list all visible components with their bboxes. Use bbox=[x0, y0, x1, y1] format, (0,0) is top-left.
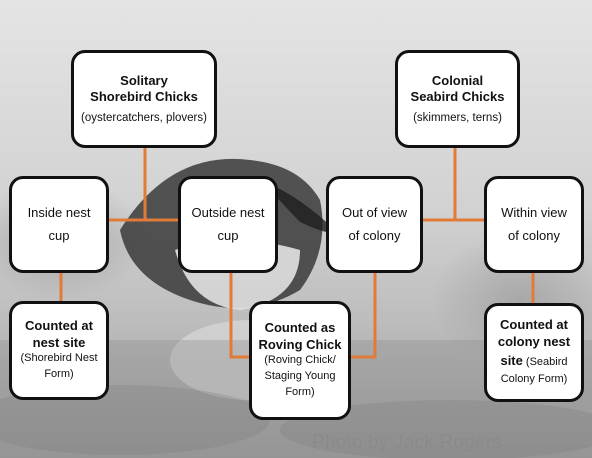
colony-nest-sub-line2: Colony Form) bbox=[500, 372, 568, 385]
colonial-subtitle: (skimmers, terns) bbox=[413, 111, 502, 124]
inside-nest-cup-box: Inside nest cup bbox=[9, 176, 109, 273]
solitary-subtitle: (oystercatchers, plovers) bbox=[81, 111, 207, 124]
colony-nest-sub-inline: (Seabird bbox=[522, 356, 568, 369]
roving-title-line2: Roving Chick bbox=[258, 336, 342, 352]
out-of-view-line2: of colony bbox=[348, 227, 401, 243]
out-of-view-of-colony-box: Out of view of colony bbox=[326, 176, 423, 273]
roving-title-line1: Counted as bbox=[264, 319, 336, 335]
connector-paths bbox=[59, 146, 535, 359]
roving-sub-line2: Staging Young bbox=[264, 370, 336, 383]
within-view-line2: of colony bbox=[507, 227, 561, 243]
counted-nest-sub-line2: Form) bbox=[44, 368, 74, 381]
counted-as-roving-chick-box: Counted as Roving Chick (Roving Chick/ S… bbox=[249, 301, 351, 420]
counted-nest-sub-line1: (Shorebird Nest bbox=[20, 352, 98, 365]
colonial-title-line2: Seabird Chicks bbox=[410, 89, 505, 105]
outside-nest-cup-box: Outside nest cup bbox=[178, 176, 278, 273]
counted-nest-title-line2: nest site bbox=[32, 334, 86, 350]
within-view-line1: Within view bbox=[501, 204, 567, 220]
photo-credit: Photo by Jack Rogers bbox=[312, 432, 502, 453]
solitary-title-line2: Shorebird Chicks bbox=[90, 89, 198, 105]
outside-nest-line1: Outside nest bbox=[191, 204, 265, 220]
colony-nest-title-line1: Counted at bbox=[500, 317, 568, 333]
counted-at-colony-nest-site-box: Counted at colony nest site (Seabird Col… bbox=[484, 303, 584, 402]
colony-nest-title-line3: site bbox=[500, 353, 523, 369]
counted-at-nest-site-box: Counted at nest site (Shorebird Nest For… bbox=[9, 301, 109, 400]
colonial-seabird-chicks-box: Colonial Seabird Chicks (skimmers, terns… bbox=[395, 50, 520, 148]
colonial-title-line1: Colonial bbox=[431, 73, 484, 89]
roving-sub-line3: Form) bbox=[285, 386, 315, 399]
inside-nest-line2: cup bbox=[48, 227, 70, 243]
roving-sub-line1: (Roving Chick/ bbox=[264, 354, 336, 367]
colony-nest-title-line2: colony nest bbox=[497, 334, 571, 350]
solitary-title-line1: Solitary bbox=[120, 73, 168, 89]
within-view-of-colony-box: Within view of colony bbox=[484, 176, 584, 273]
solitary-shorebird-chicks-box: Solitary Shorebird Chicks (oystercatcher… bbox=[71, 50, 217, 148]
colony-nest-line3: site (Seabird bbox=[500, 351, 567, 372]
inside-nest-line1: Inside nest bbox=[27, 204, 91, 220]
outside-nest-line2: cup bbox=[217, 227, 239, 243]
counted-nest-title-line1: Counted at bbox=[25, 317, 93, 333]
out-of-view-line1: Out of view bbox=[341, 204, 408, 220]
